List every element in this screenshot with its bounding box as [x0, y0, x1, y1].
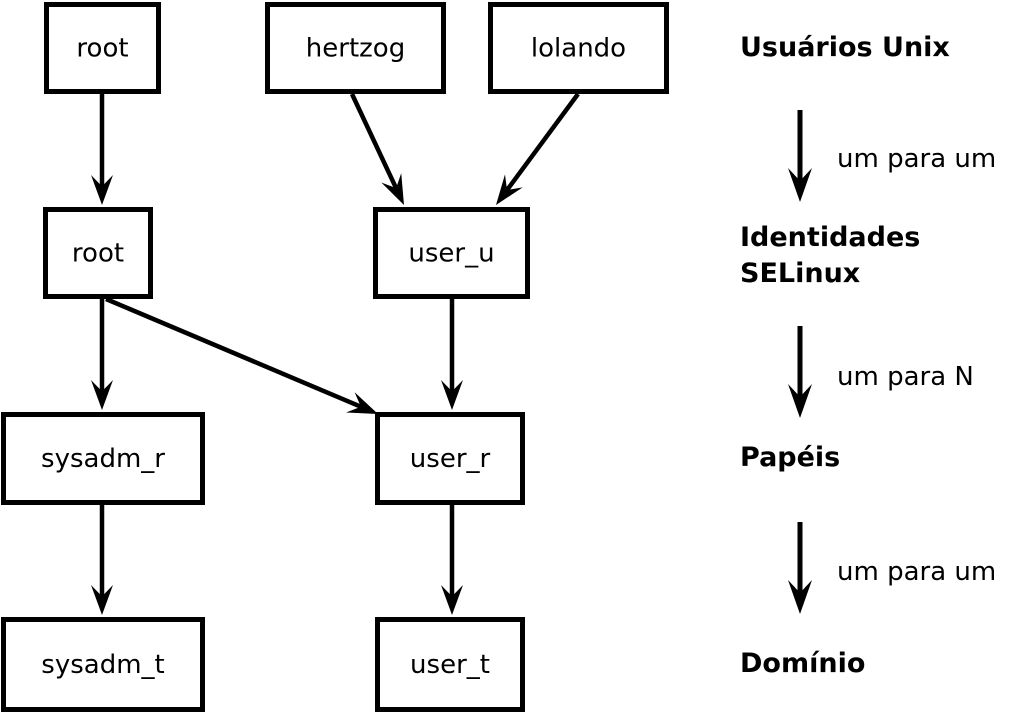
legend-stage-label-line: Papéis — [740, 442, 840, 473]
edge-arrowhead — [496, 174, 523, 205]
node-box[interactable] — [43, 207, 153, 299]
edge-arrowhead — [381, 173, 404, 205]
node-label: root — [76, 34, 128, 64]
edge-role_sysadm-to-dom_sysadm — [91, 505, 113, 615]
node-dom_user[interactable]: user_t — [375, 617, 525, 712]
node-label: sysadm_t — [41, 650, 164, 680]
node-box[interactable] — [373, 207, 530, 299]
legend-arrowhead — [788, 168, 812, 202]
edge-line — [105, 296, 364, 410]
node-label: user_r — [410, 444, 491, 474]
node-label: user_u — [408, 239, 494, 269]
edges-layer — [91, 92, 580, 615]
legend-stage-label-line: Identidades — [740, 222, 920, 253]
legend-arrowhead — [788, 580, 812, 614]
node-dom_sysadm[interactable]: sysadm_t — [1, 617, 205, 712]
edge-arrowhead — [346, 392, 378, 414]
edge-sel_user_u-to-role_user — [441, 299, 463, 410]
legend-stage-label-line: SELinux — [740, 258, 860, 289]
legend-stage-label-line: Usuários Unix — [740, 32, 950, 63]
edge-arrowhead — [91, 380, 113, 410]
node-box[interactable] — [265, 2, 446, 94]
edge-line — [349, 93, 400, 192]
node-box[interactable] — [1, 412, 205, 505]
edge-sel_root-to-role_sysadm — [91, 299, 113, 410]
node-box[interactable] — [488, 2, 669, 94]
node-box[interactable] — [44, 2, 161, 94]
edge-arrowhead — [91, 585, 113, 615]
node-unix_hertzog[interactable]: hertzog — [265, 2, 446, 94]
legend-stage-domains: Domínio — [740, 648, 865, 679]
edge-unix_hertzog-to-sel_user_u — [349, 93, 404, 205]
legend-relation-unix-to-identity: um para um — [788, 110, 996, 202]
legend-relation-role-to-domain: um para um — [788, 522, 996, 614]
node-box[interactable] — [375, 412, 525, 505]
node-sel_user_u[interactable]: user_u — [373, 207, 530, 299]
node-unix_root[interactable]: root — [44, 2, 161, 94]
legend-relation-label: um para um — [837, 144, 996, 174]
edge-role_user-to-dom_user — [441, 505, 463, 615]
legend-relation-identity-to-role: um para N — [788, 326, 974, 418]
edge-unix_lolando-to-sel_user_u — [496, 92, 580, 205]
node-label: root — [72, 239, 124, 269]
node-role_sysadm[interactable]: sysadm_r — [1, 412, 205, 505]
node-sel_root[interactable]: root — [43, 207, 153, 299]
edge-line — [503, 92, 580, 194]
node-label: user_t — [410, 650, 490, 680]
legend-stage-roles: Papéis — [740, 442, 840, 473]
legend-layer: um para um um para N um para um Usuários Un… — [740, 32, 996, 679]
node-label: sysadm_r — [41, 444, 165, 474]
node-label: lolando — [531, 34, 626, 64]
legend-stage-label-line: Domínio — [740, 648, 865, 679]
edge-arrowhead — [441, 380, 463, 410]
legend-relation-label: um para N — [837, 362, 974, 392]
edge-sel_root-to-role_user — [105, 296, 378, 414]
legend-stage-unix-users: Usuários Unix — [740, 32, 950, 63]
node-box[interactable] — [1, 617, 205, 712]
edge-unix_root-to-sel_root — [91, 94, 113, 205]
node-label: hertzog — [306, 34, 405, 64]
node-unix_lolando[interactable]: lolando — [488, 2, 669, 94]
node-role_user[interactable]: user_r — [375, 412, 525, 505]
edge-arrowhead — [441, 585, 463, 615]
legend-relation-label: um para um — [837, 557, 996, 587]
legend-arrowhead — [788, 384, 812, 418]
edge-arrowhead — [91, 175, 113, 205]
node-box[interactable] — [375, 617, 525, 712]
